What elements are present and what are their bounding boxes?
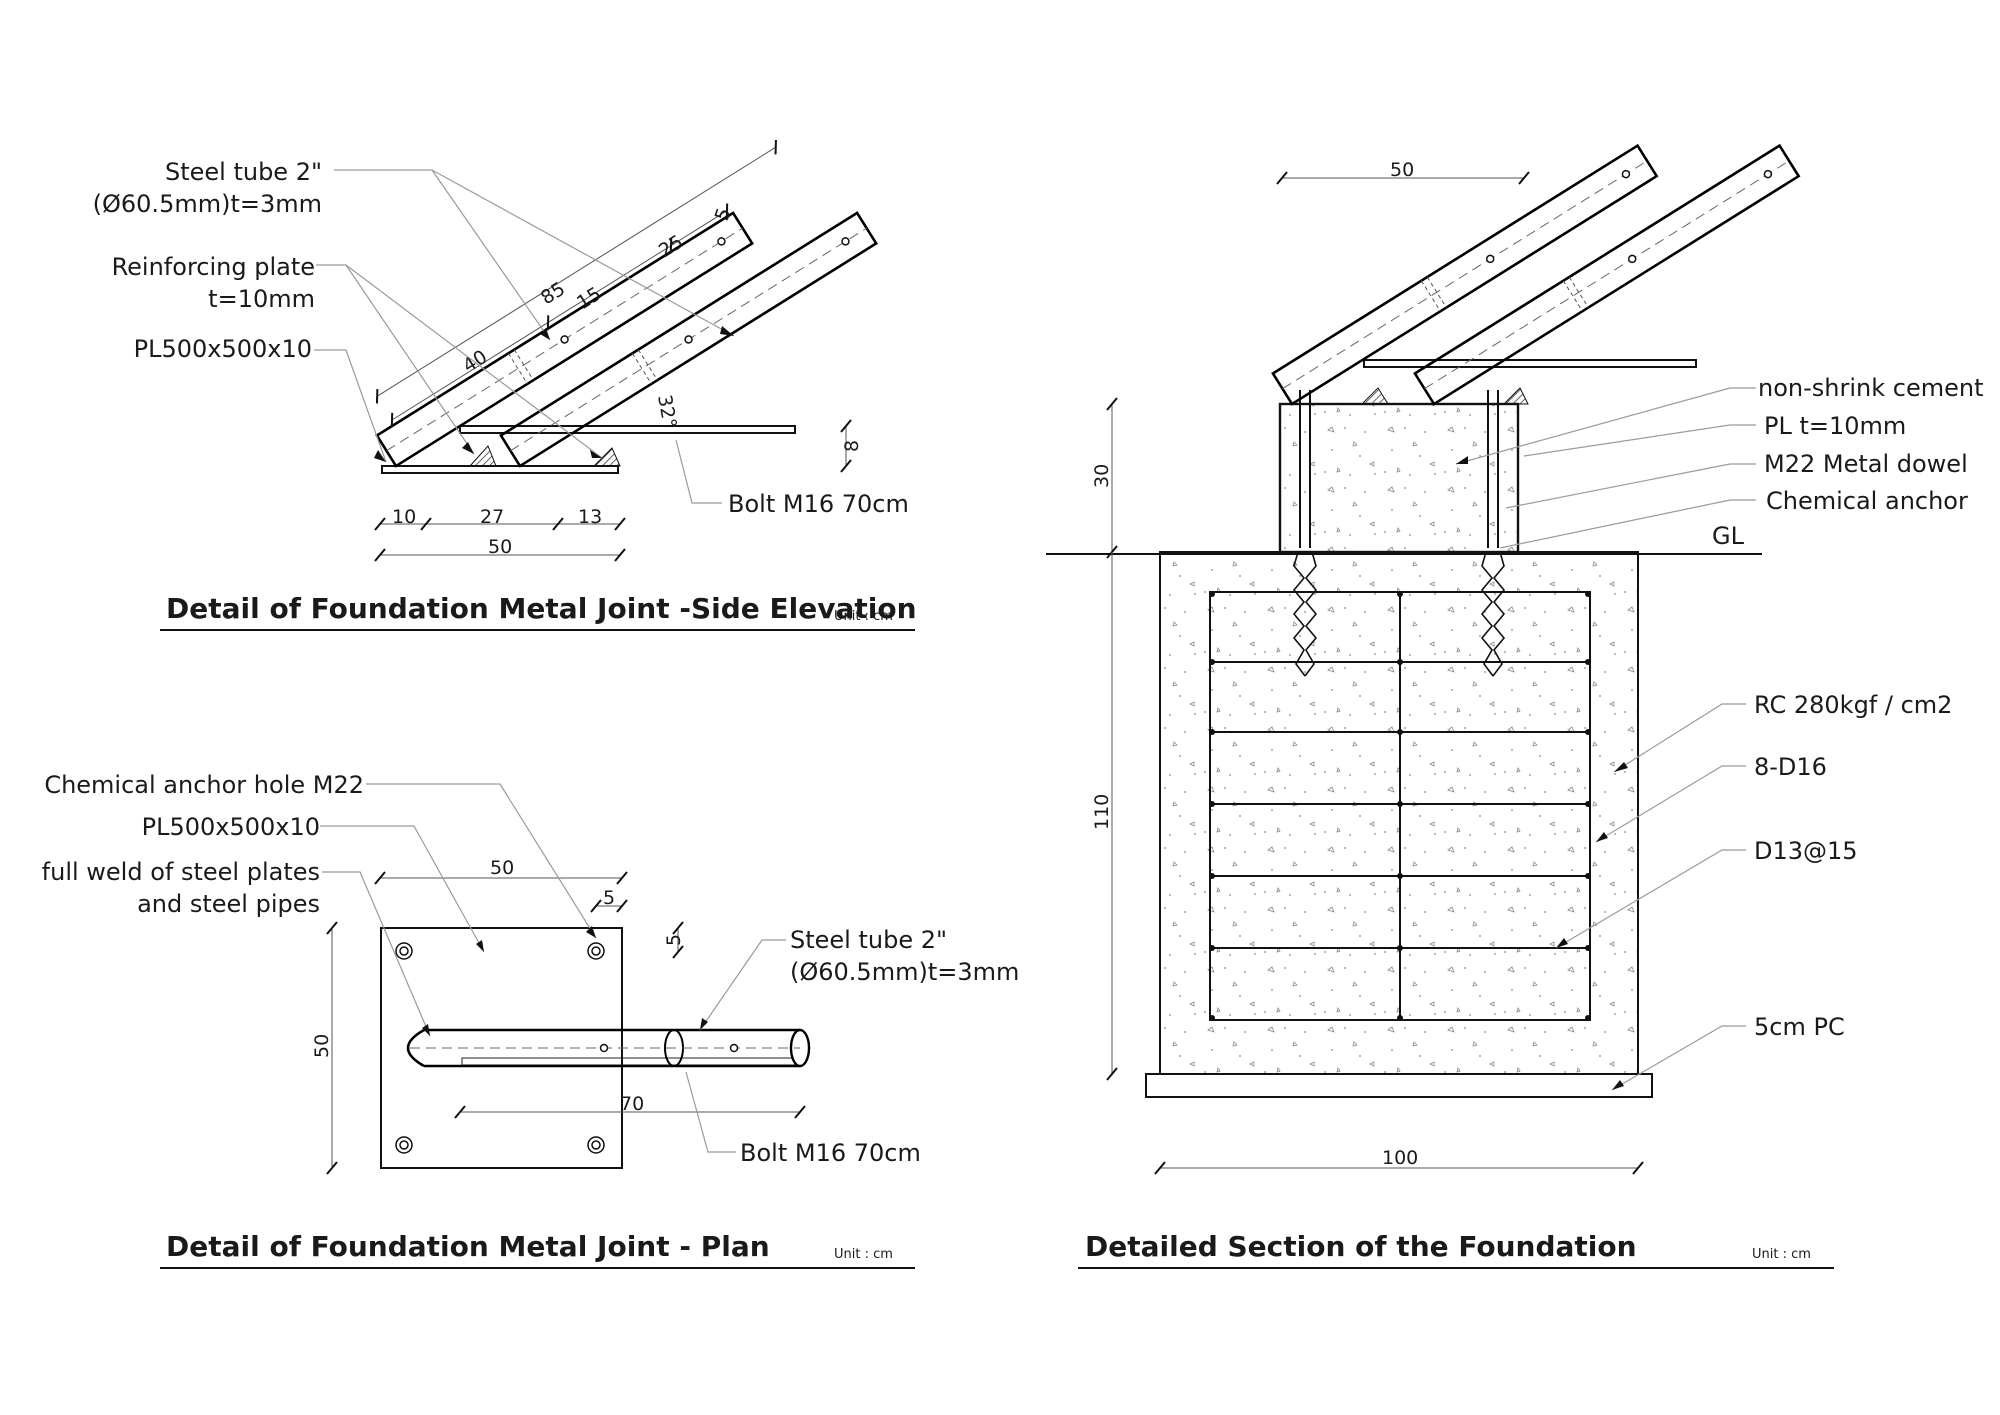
plan-dim-5-a: 5 <box>603 887 615 909</box>
section-label-rc: RC 280kgf / cm2 <box>1754 691 1952 719</box>
se-steel-tube-1 <box>375 211 754 468</box>
side-elevation-view: 40 85 15 25 5 32° 8 10 27 13 50 <box>93 139 917 631</box>
se-dim-13: 13 <box>578 506 602 528</box>
section-label-non-shrink: non-shrink cement <box>1758 374 1983 402</box>
se-label-reinforcing-2: t=10mm <box>208 285 315 313</box>
se-label-steel-tube-1: Steel tube 2" <box>165 158 322 186</box>
section-weld-1 <box>1360 387 1389 405</box>
plan-view: 50 5 5 50 70 Chemical anchor hole M22 PL… <box>42 771 1019 1269</box>
plan-unit: Unit : cm <box>834 1247 893 1262</box>
section-label-dowel: M22 Metal dowel <box>1764 450 1968 478</box>
foundation-section-view: 50 30 110 100 non-shrink cement PL t=10m… <box>1046 143 1983 1269</box>
section-dim-50-top: 50 <box>1390 159 1414 181</box>
section-dowel-left <box>1292 390 1318 677</box>
plan-dim-50-top: 50 <box>490 857 514 879</box>
se-dim-50: 50 <box>488 536 512 558</box>
plan-dim-70: 70 <box>620 1093 644 1115</box>
plan-label-anchor-hole: Chemical anchor hole M22 <box>44 771 364 799</box>
plan-reinforcing-plate <box>461 1057 801 1066</box>
se-dim-angle: 32° <box>653 393 681 430</box>
plan-anchor-hole-tr <box>587 942 605 960</box>
plan-anchor-hole-br <box>587 1136 605 1154</box>
se-dim-10: 10 <box>392 506 416 528</box>
plan-label-steel-tube-2: (Ø60.5mm)t=3mm <box>790 958 1019 986</box>
se-base-plate <box>381 465 619 474</box>
section-label-anchor: Chemical anchor <box>1766 487 1968 515</box>
section-title: Detailed Section of the Foundation <box>1085 1230 1637 1263</box>
plan-label-steel-tube-1: Steel tube 2" <box>790 926 947 954</box>
section-label-d16: 8-D16 <box>1754 753 1827 781</box>
se-weld-2 <box>592 447 621 467</box>
section-reinforcing-plate <box>1363 359 1697 368</box>
se-dim-85: 85 <box>537 278 569 309</box>
section-weld-2 <box>1502 387 1529 405</box>
section-label-d13: D13@15 <box>1754 837 1858 865</box>
plan-title: Detail of Foundation Metal Joint - Plan <box>166 1230 770 1263</box>
se-steel-tube-2 <box>499 211 878 468</box>
se-dim-5: 5 <box>711 205 736 223</box>
plan-label-weld-2: and steel pipes <box>137 890 320 918</box>
section-pedestal <box>1278 402 1520 554</box>
se-dim-40: 40 <box>459 346 491 377</box>
plan-dim-50-left: 50 <box>311 1034 333 1058</box>
se-dim-27: 27 <box>480 506 504 528</box>
section-steel-tube-2 <box>1413 143 1801 406</box>
plan-dim-5-b: 5 <box>663 934 685 946</box>
se-reinforcing-plate <box>459 425 796 434</box>
section-label-gl: GL <box>1712 522 1745 550</box>
section-dim-30: 30 <box>1091 464 1113 488</box>
plan-label-weld-1: full weld of steel plates <box>42 858 320 886</box>
se-label-bolt: Bolt M16 70cm <box>728 490 909 518</box>
se-title: Detail of Foundation Metal Joint -Side E… <box>166 592 917 625</box>
section-label-pc: 5cm PC <box>1754 1013 1845 1041</box>
plan-label-bolt: Bolt M16 70cm <box>740 1139 921 1167</box>
plan-steel-tube <box>406 1028 800 1068</box>
plan-anchor-hole-bl <box>395 1136 413 1154</box>
section-dim-100: 100 <box>1382 1147 1418 1169</box>
section-label-pl: PL t=10mm <box>1764 412 1906 440</box>
se-label-reinforcing-1: Reinforcing plate <box>112 253 315 281</box>
section-steel-tube-1 <box>1271 143 1659 406</box>
se-label-steel-tube-2: (Ø60.5mm)t=3mm <box>93 190 322 218</box>
section-unit: Unit : cm <box>1752 1247 1811 1262</box>
se-inclined-dims <box>375 139 777 428</box>
se-weld-1 <box>468 445 497 467</box>
plan-anchor-hole-tl <box>395 942 413 960</box>
se-unit: Unit : cm <box>834 609 893 624</box>
section-rebar-dots <box>1209 591 1591 1021</box>
plan-label-base-plate: PL500x500x10 <box>142 813 320 841</box>
se-dim-8: 8 <box>841 440 863 452</box>
section-dowel-right <box>1480 390 1506 677</box>
section-dim-110: 110 <box>1091 794 1113 830</box>
section-pc-layer <box>1145 1073 1653 1098</box>
se-label-base-plate: PL500x500x10 <box>134 335 312 363</box>
